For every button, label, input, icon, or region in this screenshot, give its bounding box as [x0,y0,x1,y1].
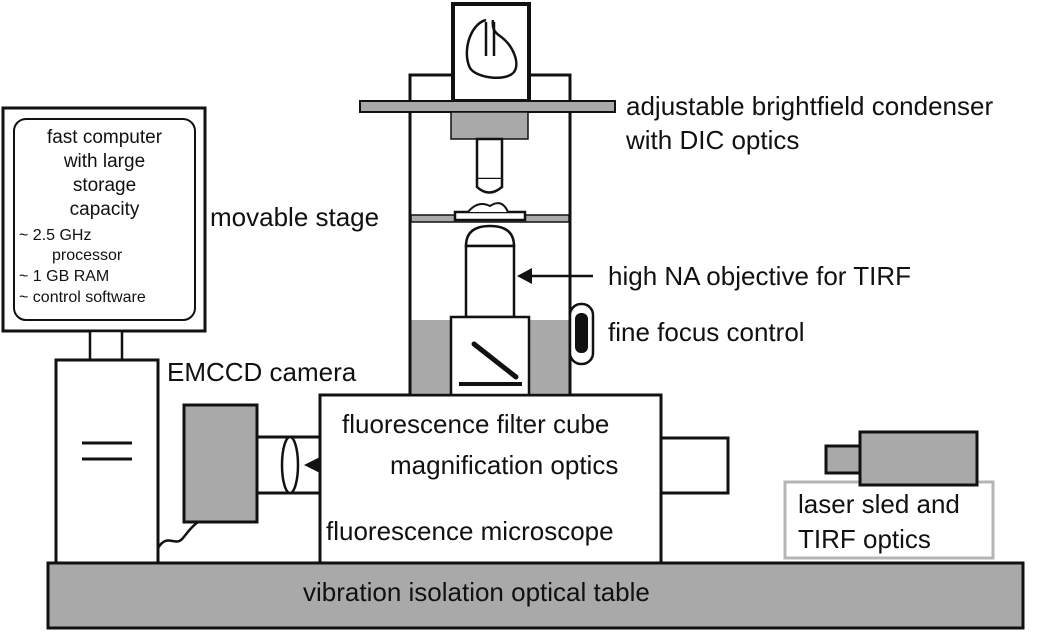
camera-label: EMCCD camera [167,357,357,387]
objective-label: high NA objective for TIRF [608,261,911,291]
condenser-lens [475,179,504,194]
condenser-block [450,111,529,140]
dichroic-mirror [471,341,519,380]
camera-cable [156,521,199,549]
condenser-tube [475,137,504,181]
specimen-holder [453,210,527,222]
objective-arrow-head [517,268,532,284]
condenser-label-line1: adjustable brightfield condenser [626,91,994,121]
computer-spec: ~ 2.5 GHz [19,227,92,244]
filter-cube-label: fluorescence filter cube [342,409,610,439]
specimen [467,202,509,213]
laser-label-line1: laser sled and [798,489,960,519]
condenser-plate [359,100,616,113]
magnification-arrow-head [304,457,320,473]
side-port [659,436,730,495]
computer-line: with large [63,151,146,172]
computer-spec: processor [52,247,123,264]
stage-label: movable stage [210,202,380,232]
optical-table [46,561,1025,630]
lamp-bulb-icon [465,18,518,80]
computer-screen [13,118,196,321]
objective-barrel [464,244,516,319]
magnification-lens [280,435,300,495]
computer-label: fast computer with large storage capacit… [14,126,195,222]
laser-port [824,444,862,475]
fine-focus-knob [575,313,588,353]
laser-head [858,430,979,487]
magnification-label: magnification optics [390,450,619,480]
lamp-housing [451,2,531,103]
computer-line: storage [72,175,137,196]
computer-spec: ~ control software [19,289,146,306]
objective-tip [464,224,516,248]
computer-tower [54,358,160,565]
table-label: vibration isolation optical table [303,577,650,607]
condenser-label-line2: with DIC optics [626,125,800,155]
computer-spec: ~ 1 GB RAM [19,268,110,285]
focus-label: fine focus control [608,317,805,347]
laser-label-line2: TIRF optics [798,524,931,554]
computer-line: capacity [69,199,140,220]
monitor-neck [88,329,124,362]
microscope-label: fluorescence microscope [326,516,614,546]
computer-line: fast computer [46,127,163,148]
emccd-camera [182,403,259,524]
